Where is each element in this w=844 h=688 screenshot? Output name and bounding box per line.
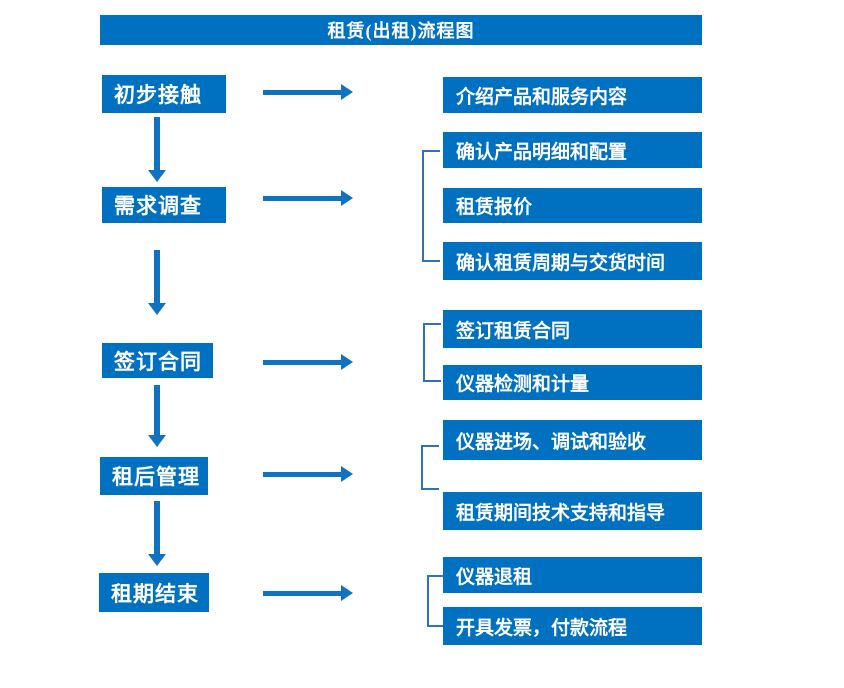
output-box-rental-quote: 租赁报价 [443, 188, 702, 223]
bracket-group-demand-survey [422, 150, 440, 262]
step-box-sign-contract: 签订合同 [102, 343, 213, 378]
output-box-confirm-period: 确认租赁周期与交货时间 [443, 242, 702, 280]
step-box-post-rental-management: 租后管理 [100, 457, 208, 495]
arrow-down-icon-4 [148, 501, 166, 566]
output-box-confirm-details: 确认产品明细和配置 [443, 132, 702, 168]
arrow-down-icon-2 [148, 250, 166, 315]
arrow-right-icon-5 [263, 585, 353, 601]
step-box-demand-survey: 需求调查 [102, 187, 226, 223]
arrow-right-icon-4 [263, 466, 353, 482]
flowchart-title-bar: 租赁(出租)流程图 [100, 15, 702, 45]
arrow-down-icon-3 [148, 385, 166, 447]
flowchart-title: 租赁(出租)流程图 [327, 21, 475, 41]
arrow-right-icon-3 [263, 354, 353, 370]
bracket-group-sign-contract [423, 323, 441, 382]
bracket-group-post-rental [421, 445, 439, 490]
output-box-instrument-entry: 仪器进场、调试和验收 [443, 420, 702, 460]
step-box-rental-end: 租期结束 [99, 573, 209, 612]
output-box-tech-support: 租赁期间技术支持和指导 [443, 492, 702, 530]
arrow-down-icon-1 [148, 117, 166, 182]
arrow-right-icon-1 [263, 84, 353, 100]
output-box-sign-rental-contract: 签订租赁合同 [443, 310, 702, 348]
output-box-invoice-payment: 开具发票，付款流程 [443, 607, 702, 645]
output-box-instrument-testing: 仪器检测和计量 [443, 365, 702, 400]
bracket-group-rental-end [427, 575, 445, 627]
output-box-instrument-return: 仪器退租 [443, 557, 702, 593]
arrow-right-icon-2 [263, 190, 353, 206]
output-box-introduce-products: 介绍产品和服务内容 [443, 77, 702, 113]
step-box-initial-contact: 初步接触 [102, 75, 226, 113]
